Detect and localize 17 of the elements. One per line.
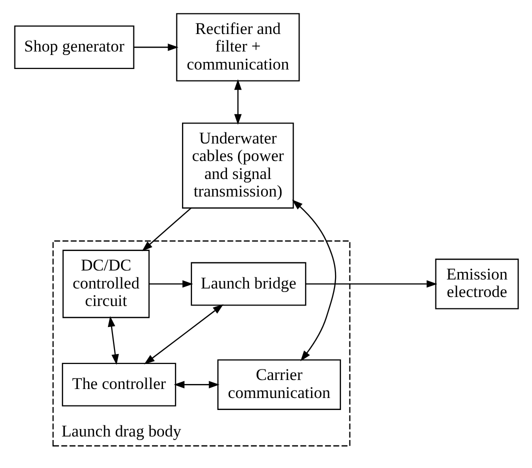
- arrow: [141, 207, 191, 251]
- node-box: The controller: [61, 362, 176, 406]
- arrow: [107, 316, 118, 364]
- node-box: Emission electrode: [434, 258, 518, 309]
- node-box: Launch bridge: [190, 262, 306, 306]
- arrow: [292, 199, 336, 361]
- arrow: [234, 78, 242, 124]
- node-box: Underwater cables (power and signal transmission): [182, 122, 294, 208]
- arrow: [134, 43, 178, 50]
- node-box: Rectifier and filter + communication: [176, 12, 300, 81]
- node-box: DC/DC controlled circuit: [62, 249, 150, 318]
- arrow: [148, 280, 193, 288]
- node-box: Carrier communication: [216, 358, 340, 410]
- arrow: [173, 380, 219, 388]
- arrow: [144, 304, 223, 364]
- node-box: Shop generator: [14, 24, 134, 69]
- arrow: [305, 280, 437, 288]
